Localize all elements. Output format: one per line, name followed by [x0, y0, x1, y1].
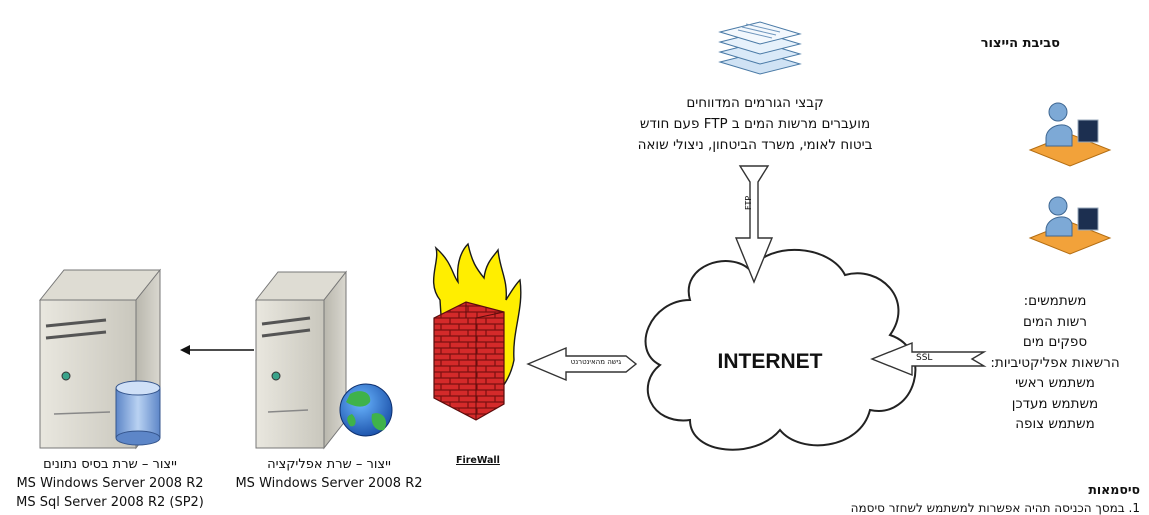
users-line: משתמש ראשי [1015, 375, 1095, 391]
ftp-arrow-icon [734, 165, 774, 284]
db-server-line: MS Sql Server 2008 R2 (SP2) [16, 495, 204, 510]
passwords-title: סיסמאות [1088, 482, 1140, 497]
user-workstation-icon [1028, 196, 1112, 255]
ftp-files-line: מועברים מרשות המים ב FTP פעם חודש [639, 116, 871, 132]
db-server-line: ייצור – שרת בסיס נתונים [43, 457, 177, 472]
db-server-line: MS Windows Server 2008 R2 [16, 476, 204, 491]
firewall-label: FireWall [456, 455, 500, 466]
ftp-files-text: קבצי הגורמים המדווחים מועברים מרשות המים… [600, 93, 910, 156]
users-line: רשות המים [1023, 313, 1087, 330]
globe-icon [339, 383, 393, 437]
users-text: משתמשים: רשות המים ספקים מים הרשאות אפלי… [980, 291, 1130, 435]
firewall-icon [432, 242, 522, 421]
internet-access-arrow-icon [526, 346, 638, 382]
users-line: הרשאות אפליקטיביות: [990, 354, 1120, 371]
internet-access-label: גישה מהאינטרנט [570, 358, 622, 366]
ssl-arrow-icon [870, 341, 987, 377]
users-line: משתמשים: [1023, 293, 1087, 309]
app-server-caption: ייצור – שרת אפליקציה MS Windows Server 2… [224, 455, 434, 493]
app-server-line: ייצור – שרת אפליקציה [267, 457, 391, 472]
internet-cloud-icon [644, 249, 917, 451]
user-workstation-icon [1028, 102, 1112, 167]
app-server-line: MS Windows Server 2008 R2 [235, 476, 423, 491]
files-stack-icon [718, 21, 802, 75]
page-title: סביבת הייצור [980, 36, 1060, 51]
ftp-files-line: ביטוח לאומי, משרד הביטחון, ניצולי שואה [637, 137, 873, 153]
ftp-files-line: קבצי הגורמים המדווחים [686, 95, 824, 111]
ssl-arrow-label: SSL [916, 353, 933, 363]
db-server-caption: ייצור – שרת בסיס נתונים MS Windows Serve… [2, 455, 218, 512]
app-to-db-arrow [180, 345, 254, 355]
users-line: משתמש צופה [1015, 416, 1095, 432]
internet-label: INTERNET [717, 350, 823, 373]
database-cylinder-icon [115, 380, 161, 446]
users-line: ספקים מים [1022, 334, 1088, 350]
passwords-item: 1. במסך הכניסה תהיה אפשרות למשתמש לשחזר … [850, 501, 1140, 515]
app-server-icon [254, 270, 348, 450]
users-line: משתמש מעדכן [1011, 395, 1099, 412]
ftp-arrow-label: FTP [744, 195, 753, 210]
